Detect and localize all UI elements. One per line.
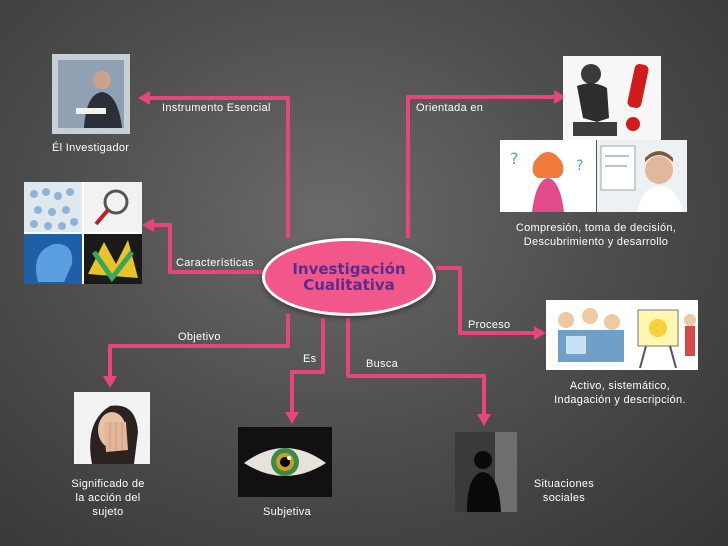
svg-text:?: ?	[510, 149, 519, 168]
arrow-orientada	[554, 90, 566, 104]
arrow-proceso	[534, 326, 546, 340]
node-significado-line1: Significado de	[71, 478, 145, 490]
node-activo-line2: Indagación y descripción.	[554, 393, 686, 406]
label-proceso: Proceso	[468, 319, 511, 331]
arrow-busca	[477, 414, 491, 426]
node-situaciones-line2: sociales	[542, 491, 586, 504]
link-orientada	[406, 95, 555, 238]
node-compresion-line1: Compresión, toma de decisión,	[515, 222, 677, 234]
link-busca	[346, 318, 486, 416]
node-investigador: Él Investigador	[52, 142, 130, 154]
node-situaciones-line1: Situaciones	[533, 478, 595, 490]
central-topic-line2: Cualitativa	[303, 276, 395, 294]
node-significado-line2: la acción del	[75, 491, 141, 504]
arrow-instrumento	[138, 91, 150, 105]
node-compresion-line2: Descubrimiento y desarrollo	[523, 235, 669, 248]
link-proceso	[436, 266, 536, 335]
arrow-objetivo	[103, 376, 117, 388]
node-subjetiva: Subjetiva	[263, 506, 311, 518]
node-compresion: Compresión, toma de decisión, Descubrimi…	[496, 222, 696, 250]
label-es: Es	[303, 353, 317, 365]
arrow-caracteristicas	[142, 218, 154, 232]
eye-photo	[238, 427, 332, 497]
label-objetivo: Objetivo	[178, 331, 221, 343]
node-activo: Activo, sistemático, Indagación y descri…	[530, 380, 710, 408]
node-activo-line1: Activo, sistemático,	[569, 380, 671, 392]
man-writing-photo	[597, 140, 687, 212]
arrow-es	[285, 412, 299, 424]
central-topic-line1: Investigación	[292, 259, 406, 278]
investigador-photo	[52, 54, 130, 134]
node-significado: Significado de la acción del sujeto	[56, 478, 160, 519]
label-instrumento: Instrumento Esencial	[162, 102, 271, 114]
woman-covering-face-photo	[74, 392, 150, 464]
characteristics-collage	[24, 182, 142, 284]
node-situaciones: Situaciones sociales	[520, 478, 608, 506]
central-topic: Investigación Cualitativa	[262, 238, 436, 316]
link-instrumento	[146, 96, 290, 238]
link-objetivo	[108, 314, 290, 378]
silhouette-photo	[455, 432, 517, 512]
label-orientada: Orientada en	[416, 102, 484, 114]
node-significado-line3: sujeto	[92, 505, 124, 518]
link-es	[290, 318, 325, 414]
cartoon-woman-photo: ? ?	[500, 140, 596, 212]
svg-text:?: ?	[576, 158, 583, 174]
label-caracteristicas: Características	[176, 257, 254, 269]
thinker-photo	[563, 56, 661, 140]
link-caracteristicas	[150, 223, 264, 274]
label-busca: Busca	[366, 358, 399, 370]
process-collage	[546, 300, 698, 370]
